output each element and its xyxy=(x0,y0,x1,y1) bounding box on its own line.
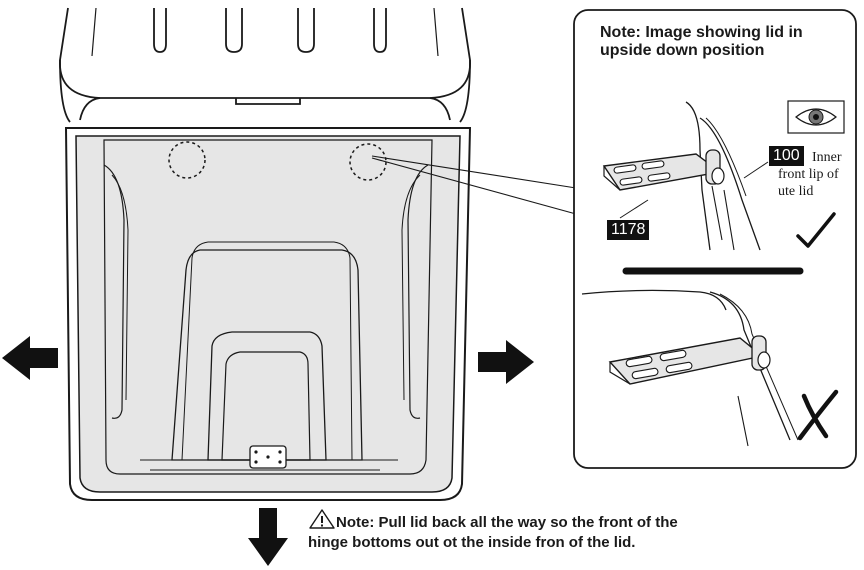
callout-line2: front lip of xyxy=(778,167,839,182)
bottom-note-line1-wrap: Note: Pull lid back all the way so the f… xyxy=(308,508,758,533)
ute-lid xyxy=(64,127,472,501)
check-mark-icon xyxy=(796,212,836,248)
part-tag-100: 100 xyxy=(769,146,804,166)
hinge-incorrect xyxy=(581,289,799,447)
inset-panel xyxy=(573,9,857,469)
hinge-correct xyxy=(602,101,769,251)
bottom-note-line2: hinge bottoms out ot the inside fron of … xyxy=(308,534,636,551)
bottom-note-line1: Note: Pull lid back all the way so the f… xyxy=(336,514,678,531)
callout-line3: ute lid xyxy=(778,184,814,199)
callout-lines xyxy=(371,155,577,215)
inset-note-line1: Note: Image showing lid in xyxy=(600,24,803,41)
arrow-right-icon xyxy=(478,340,534,384)
cab-outline xyxy=(59,7,471,123)
part-tag-1178: 1178 xyxy=(607,220,650,240)
bottom-note: Note: Pull lid back all the way so the f… xyxy=(308,508,758,553)
inset-note-title: Note: Image showing lid in upside down p… xyxy=(600,24,850,60)
hinge-position-left xyxy=(168,141,206,179)
inner-lip-callout: Inner front lip of ute lid xyxy=(778,149,858,200)
inset-note-line2: upside down position xyxy=(600,42,765,59)
callout-line1: Inner xyxy=(812,150,842,165)
arrow-left-icon xyxy=(2,336,58,380)
arrow-down-icon xyxy=(248,508,288,566)
warning-triangle-icon xyxy=(309,509,335,529)
x-mark-icon xyxy=(797,389,839,441)
eye-icon xyxy=(787,100,845,134)
